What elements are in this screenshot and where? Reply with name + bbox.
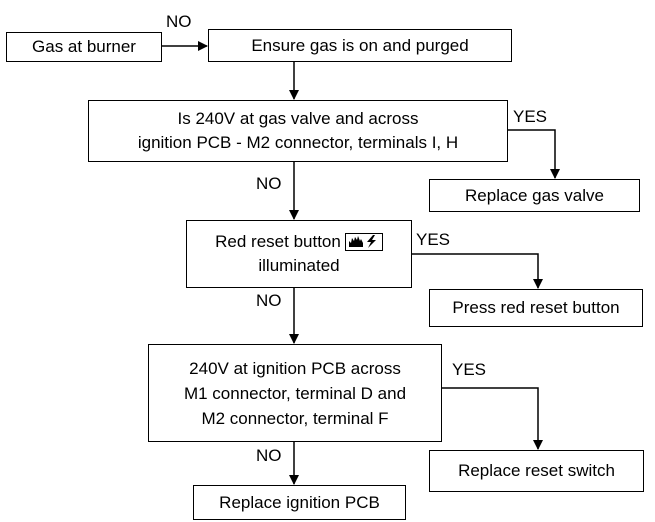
- node-text-line1: Is 240V at gas valve and across: [177, 109, 419, 128]
- label-yes: YES: [513, 107, 548, 126]
- node-replace-reset-switch: Replace reset switch: [429, 450, 644, 492]
- node-text: Replace gas valve: [465, 185, 604, 205]
- label-no: NO: [256, 174, 282, 193]
- node-ensure-gas: Ensure gas is on and purged: [208, 29, 512, 62]
- node-text-line1-wrap: Red reset button: [215, 230, 383, 254]
- node-text-line1: 240V at ignition PCB across: [189, 358, 401, 378]
- edge-reset-yes: [412, 253, 543, 289]
- label-yes: YES: [452, 360, 487, 379]
- edge-valve-yes: [508, 129, 560, 179]
- node-gas-at-burner: Gas at burner: [6, 32, 162, 62]
- label-no: NO: [256, 291, 282, 310]
- node-text-line3: M2 connector, terminal F: [201, 408, 389, 428]
- node-text-line1: Red reset button: [215, 232, 341, 251]
- node-press-red-reset: Press red reset button: [429, 289, 643, 327]
- node-text-line2: M1 connector, terminal D and: [183, 383, 407, 403]
- node-check-240v-pcb: 240V at ignition PCB across M1 connector…: [148, 344, 442, 442]
- node-replace-gas-valve: Replace gas valve: [429, 179, 640, 212]
- node-text: Replace reset switch: [458, 461, 615, 480]
- label-yes: YES: [416, 230, 451, 249]
- node-red-reset-illuminated: Red reset button illuminated: [186, 220, 412, 288]
- edge-pcb-yes: [442, 387, 543, 450]
- label-no: NO: [256, 446, 282, 465]
- node-text: Gas at burner: [32, 37, 136, 56]
- node-text: Press red reset button: [452, 298, 620, 317]
- node-text-line2: illuminated: [258, 256, 340, 275]
- node-check-240v-gas-valve: Is 240V at gas valve and across ignition…: [88, 100, 508, 162]
- node-text-line2: ignition PCB - M2 connector, terminals I…: [137, 133, 459, 152]
- node-replace-ignition-pcb: Replace ignition PCB: [193, 485, 406, 520]
- flame-lightning-icon: [344, 233, 383, 251]
- node-text: Replace ignition PCB: [219, 492, 380, 512]
- label-no: NO: [166, 12, 192, 31]
- node-text: Ensure gas is on and purged: [251, 35, 469, 55]
